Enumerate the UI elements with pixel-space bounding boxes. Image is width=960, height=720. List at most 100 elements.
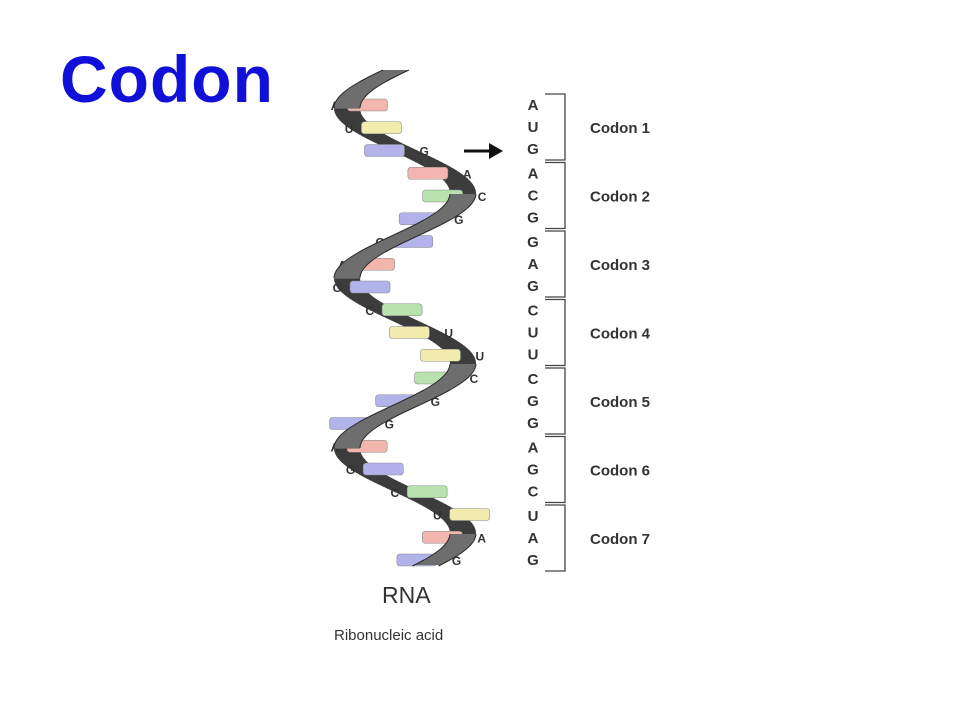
helix-ribbon-segment [334,278,361,281]
helix-ribbon-segment [381,486,414,489]
helix-ribbon-segment [415,562,447,565]
helix-ribbon-segment [348,256,379,259]
helix-ribbon-segment [345,258,376,261]
helix-ribbon-segment [422,558,454,561]
helix-ribbon-segment [336,268,365,271]
helix-ribbon-segment [361,418,393,421]
codon-label: Codon 1 [590,120,650,137]
helix-ribbon-segment [336,456,365,459]
helix-ribbon-segment [334,276,361,279]
codon-base-label: U [528,508,539,525]
helix-ribbon-segment [426,338,457,341]
helix-ribbon-segment [448,196,476,199]
helix-base-label: C [390,486,399,500]
helix-ribbon-segment [386,318,418,321]
helix-base-label: A [463,167,472,181]
helix-base-label: G [419,145,428,159]
helix-ribbon-segment [398,230,431,233]
helix-ribbon-segment [429,384,460,387]
helix-ribbon-segment [385,236,418,239]
base-pair-bar [449,508,490,521]
helix-ribbon-segment [449,362,476,365]
helix-ribbon-segment [337,266,366,269]
codon-base-label: A [528,440,539,457]
helix-ribbon-segment [446,540,475,543]
helix-back-strand [334,108,476,535]
helix-ribbon-segment [343,260,373,263]
helix-ribbon-segment [334,104,361,107]
helix-ribbon-segment [385,406,418,409]
helix-ribbon-segment [365,76,397,79]
helix-ribbon-segment [415,222,447,225]
helix-ribbon-segment [435,550,466,553]
helix-ribbon-segment [447,186,476,189]
codon-label: Codon 2 [590,189,650,206]
base-pair-bar [420,348,461,362]
helix-ribbon-segment [354,252,386,255]
helix-ribbon-segment [429,214,460,217]
helix-ribbon-segment [361,476,393,479]
helix-ribbon-segment [443,544,472,547]
helix-ribbon-segment [446,200,475,203]
helix-base-label: G [431,395,440,409]
helix-ribbon-segment [441,178,470,181]
helix-ribbon-segment [377,484,410,487]
helix-ribbon-segment [346,296,376,299]
helix-ribbon-segment [444,372,473,375]
helix-ribbon-segment [339,120,368,123]
helix-base-label: C [470,372,479,386]
helix-ribbon-segment [345,88,376,91]
helix-ribbon-segment [419,220,450,223]
helix-ribbon-segment [336,438,365,441]
helix-ribbon-segment [377,410,409,413]
helix-ribbon-segment [335,454,363,457]
helix-ribbon-segment [443,374,472,377]
helix-ribbon-segment [402,228,435,231]
helix-ribbon-segment [334,272,362,275]
helix-base-label: C [478,190,487,204]
helix-ribbon-segment [381,238,414,241]
helix-ribbon-segment [394,322,427,325]
base-pair-bar [364,144,405,157]
arrow-icon [464,143,503,159]
helix-ribbon-segment [377,70,409,73]
helix-ribbon-segment [354,82,386,85]
helix-ribbon-segment [336,98,365,101]
helix-ribbon-segment [407,158,439,161]
helix-ribbon-segment [429,554,460,557]
codon-base-label: U [528,347,539,364]
helix-ribbon-segment [381,408,414,411]
helix-base-label: G [452,554,461,568]
helix-ribbon-segment [419,504,451,507]
helix-ribbon-segment [337,436,366,439]
helix-ribbon-segment [334,444,361,447]
helix-ribbon-segment [426,508,457,511]
helix-ribbon-segment [377,240,409,243]
helix-ribbon-segment [348,298,379,301]
helix-ribbon-segment [341,462,371,465]
helix-ribbon-segment [390,320,422,323]
helix-ribbon-segment [419,560,450,563]
helix-ribbon-segment [390,404,422,407]
helix-ribbon-segment [415,392,447,395]
helix-ribbon-segment [411,500,443,503]
helix-ribbon-segment [422,336,454,339]
helix-ribbon-segment [402,398,435,401]
caption-ribonucleic-acid: Ribonucleic acid [334,627,444,644]
codon-bracket [545,298,566,367]
helix-ribbon-segment [394,402,427,405]
helix-ribbon-segment [407,498,439,501]
helix-ribbon-segment [351,424,382,427]
helix-ribbon-segment [422,218,454,221]
helix-ribbon-segment [449,534,476,537]
helix-ribbon-segment [337,96,366,99]
helix-ribbon-segment [398,154,431,157]
helix-ribbon-segment [415,162,447,165]
helix-ribbon-segment [354,422,386,425]
codon-base-label: G [527,552,539,569]
